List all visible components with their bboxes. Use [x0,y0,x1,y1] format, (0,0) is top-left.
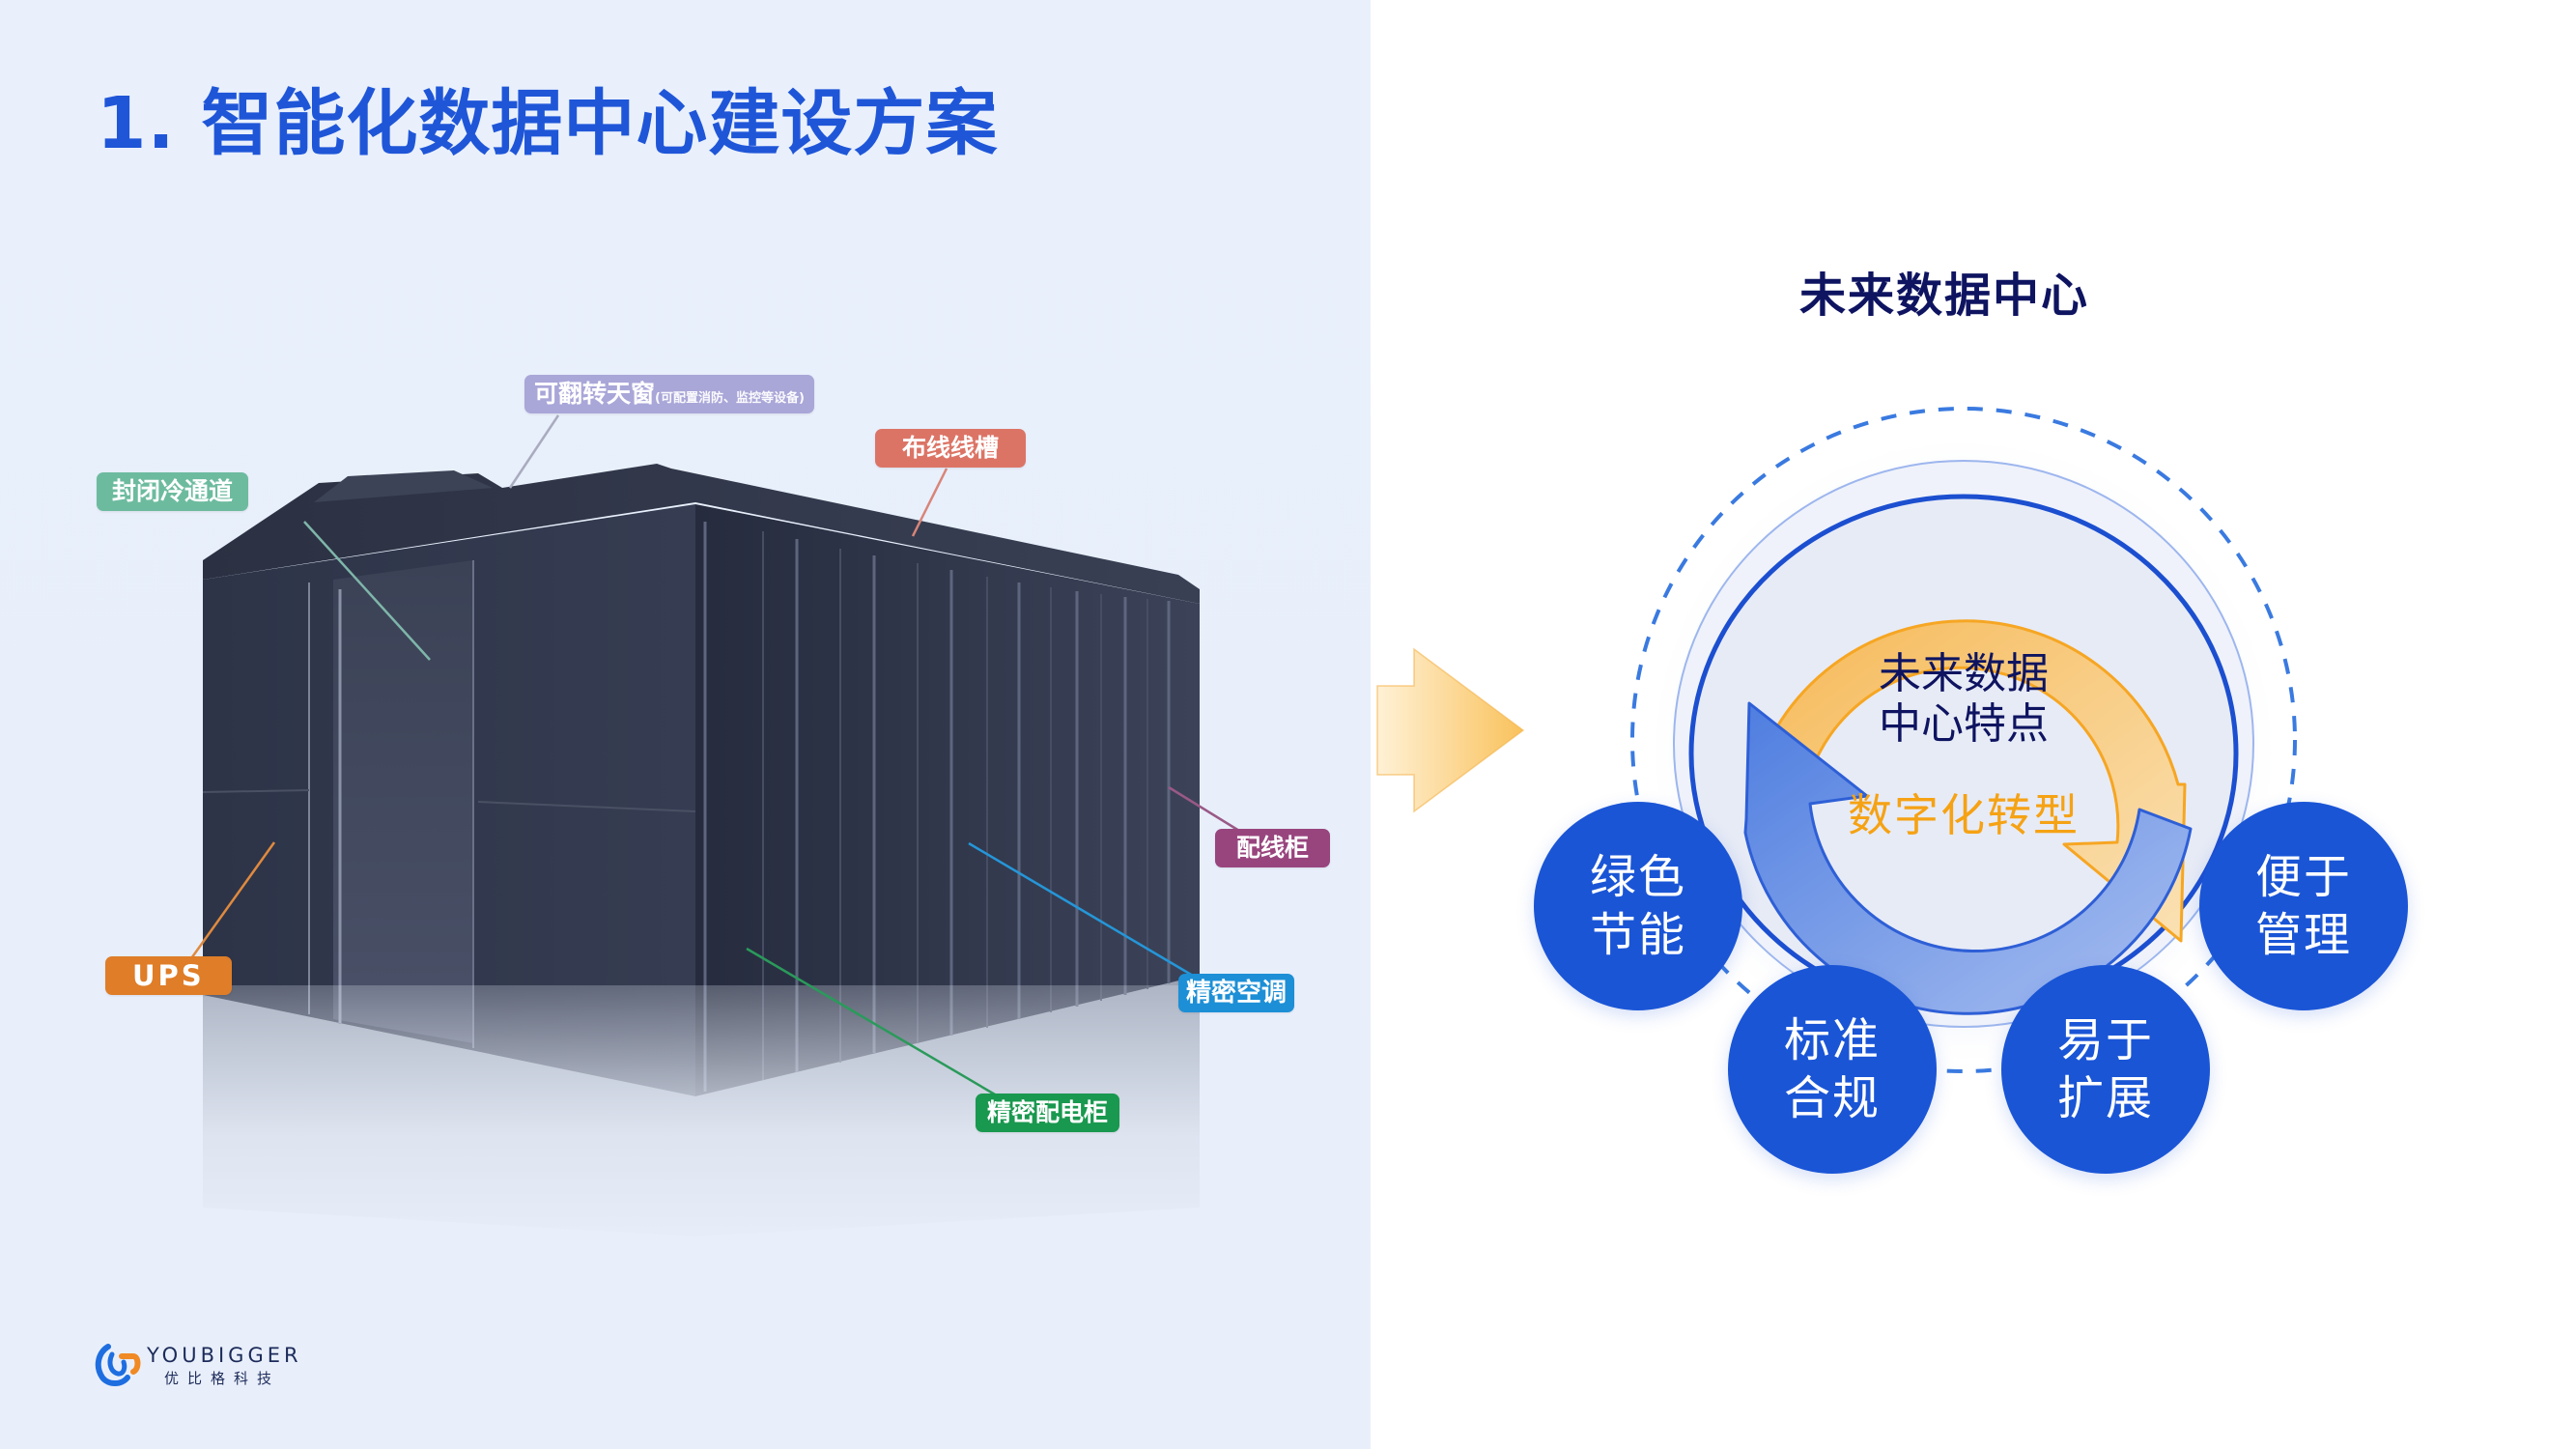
callout-sublabel: (可配置消防、监控等设备) [655,391,805,406]
rack-roof [203,464,1200,604]
callout-power-cabinet: 精密配电柜 [976,1094,1120,1132]
center-title: 未来数据 中心特点 [1848,649,2080,750]
callout-ups: UPS [105,956,232,995]
connector-cold-aisle [303,521,431,661]
feature-line1: 标准 [1783,1013,1881,1067]
center-subtitle: 数字化转型 [1848,789,2080,841]
callout-label: 布线线槽 [902,434,1000,462]
diagram-heading: 未来数据中心 [1799,269,2090,323]
connector-patch-cabinet [1168,785,1240,833]
callout-cold-aisle: 封闭冷通道 [97,472,249,511]
feature-easy-management: 便于 管理 [2199,802,2408,1010]
arrow-right-icon [1376,647,1525,813]
center-title-line1: 未来数据 [1879,649,2049,698]
feature-standard-compliance: 标准 合规 [1728,965,1937,1174]
feature-easy-expansion: 易于 扩展 [2001,965,2210,1174]
feature-line1: 易于 [2056,1013,2154,1067]
connector-skylight [508,414,560,489]
feature-line1: 绿色 [1589,850,1686,904]
callout-label: 封闭冷通道 [112,477,234,505]
callout-precision-ac: 精密空调 [1178,974,1295,1012]
brand-name-cn: 优比格科技 [164,1370,281,1387]
dashed-orbit [1630,407,2297,1073]
connector-cable-tray [911,468,948,537]
brand-name-en: YOUBIGGER [147,1344,302,1367]
center-title-line2: 中心特点 [1879,699,2049,749]
server-rack-image [174,414,1240,1256]
callout-label: 精密配电柜 [987,1098,1109,1126]
feature-line2: 管理 [2254,908,2352,962]
connector-power-cabinet [746,947,996,1096]
feature-green-energy: 绿色 节能 [1534,802,1742,1010]
callout-label: UPS [132,959,205,992]
callout-label: 精密空调 [1186,979,1288,1008]
connector-precision-ac [968,841,1194,978]
connector-ups [187,841,276,962]
callout-label: 可翻转天窗 [534,380,656,408]
feature-line1: 便于 [2254,850,2352,904]
youbigger-logo-icon [95,1344,141,1386]
callout-cable-tray: 布线线槽 [875,429,1027,468]
callout-label: 配线柜 [1236,834,1310,862]
rack-side-face [695,504,1200,1096]
feature-line2: 节能 [1589,908,1686,962]
callout-skylight: 可翻转天窗(可配置消防、监控等设备) [524,375,814,413]
feature-line2: 合规 [1783,1071,1881,1125]
feature-line2: 扩展 [2056,1071,2154,1125]
slide-title: 1. 智能化数据中心建设方案 [97,82,999,165]
features-diagram [1630,407,2297,1073]
callout-patch-cabinet: 配线柜 [1215,829,1331,867]
